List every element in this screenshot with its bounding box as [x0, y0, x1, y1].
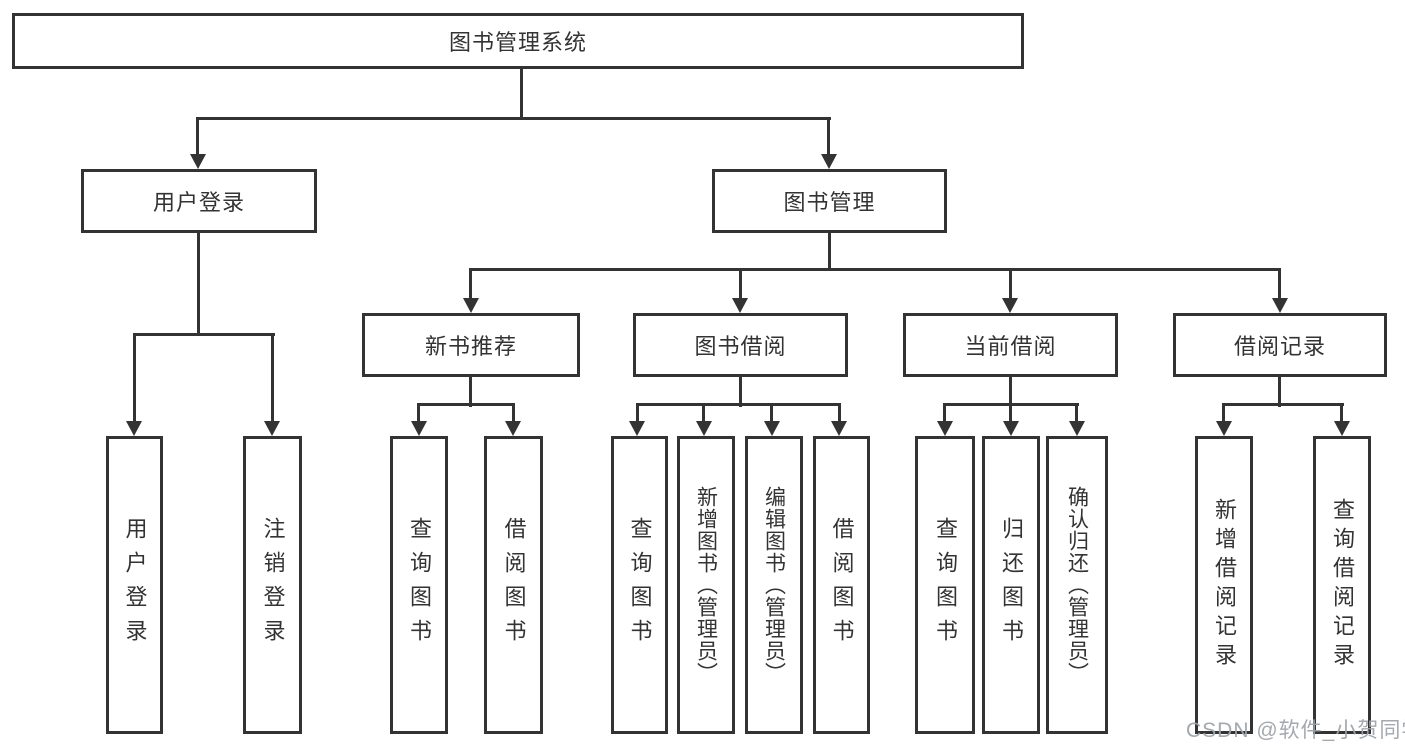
connector-line — [636, 403, 639, 423]
leaf-query-books: 查询图书 — [390, 436, 448, 734]
leaf-query-borrow-record: 查询借阅记录 — [1313, 436, 1371, 734]
leaf-label: 查询图书 — [933, 517, 958, 653]
node-label: 图书借阅 — [694, 334, 787, 359]
connector-line — [469, 268, 1281, 271]
connector-line — [702, 403, 705, 423]
connector-line — [197, 231, 200, 336]
arrow-down-icon — [1069, 421, 1085, 436]
leaf-return-books: 归还图书 — [982, 436, 1040, 734]
leaf-add-books-admin: 新增图书（管理员） — [677, 436, 735, 734]
connector-line — [1075, 403, 1078, 423]
leaf-label: 新增借阅记录 — [1212, 498, 1237, 672]
leaf-add-borrow-record: 新增借阅记录 — [1195, 436, 1253, 734]
leaf-label: 查询图书 — [627, 517, 653, 653]
connector-line — [1222, 403, 1225, 423]
connector-line — [133, 333, 136, 423]
leaf-label: 编辑图书（管理员） — [762, 486, 786, 684]
watermark: CSDN @软件_小贺同学 — [1186, 719, 1405, 742]
arrow-down-icon — [1334, 421, 1350, 436]
connector-line — [197, 117, 831, 120]
node-label: 当前借阅 — [964, 334, 1057, 359]
leaf-label: 新增图书（管理员） — [694, 486, 718, 684]
arrow-down-icon — [732, 298, 748, 313]
connector-line — [469, 375, 472, 407]
leaf-label: 确认归还（管理员） — [1065, 486, 1089, 684]
node-new-book-recommendation: 新书推荐 — [362, 313, 580, 377]
arrow-down-icon — [126, 421, 142, 436]
leaf-label: 注销登录 — [260, 517, 286, 653]
leaf-query-books: 查询图书 — [915, 436, 975, 734]
connector-line — [739, 375, 742, 407]
leaf-label: 借阅图书 — [829, 517, 855, 653]
connector-line — [417, 403, 420, 423]
connector-line — [271, 333, 274, 423]
connector-line — [196, 117, 199, 157]
connector-line — [636, 403, 841, 406]
connector-line — [739, 268, 742, 301]
node-label: 新书推荐 — [424, 334, 517, 359]
leaf-label: 查询图书 — [407, 517, 432, 653]
connector-line — [512, 403, 515, 423]
node-label: 用户登录 — [152, 190, 245, 215]
arrow-down-icon — [831, 421, 847, 436]
node-label: 图书管理 — [783, 190, 876, 215]
arrow-down-icon — [629, 421, 645, 436]
connector-line — [1009, 268, 1012, 301]
arrow-down-icon — [1216, 421, 1232, 436]
leaf-label: 借阅图书 — [501, 517, 527, 653]
arrow-down-icon — [764, 421, 780, 436]
node-borrowing-records: 借阅记录 — [1173, 313, 1387, 377]
connector-line — [1009, 375, 1012, 407]
connector-line — [520, 66, 523, 120]
connector-line — [133, 333, 275, 336]
leaf-label: 归还图书 — [999, 517, 1024, 653]
arrow-down-icon — [264, 421, 280, 436]
connector-line — [827, 117, 830, 157]
connector-line — [1009, 403, 1012, 423]
arrow-down-icon — [1272, 298, 1288, 313]
connector-line — [1222, 403, 1344, 406]
leaf-label: 用户登录 — [122, 517, 148, 653]
leaf-query-books: 查询图书 — [611, 436, 668, 734]
arrow-down-icon — [1002, 298, 1018, 313]
connector-line — [469, 268, 472, 301]
leaf-label: 查询借阅记录 — [1330, 498, 1355, 672]
arrow-down-icon — [505, 421, 521, 436]
connector-line — [1340, 403, 1343, 423]
arrow-down-icon — [411, 421, 427, 436]
node-library-system: 图书管理系统 — [12, 13, 1024, 69]
arrow-down-icon — [463, 298, 479, 313]
leaf-user-login: 用户登录 — [106, 436, 163, 734]
node-current-borrowing: 当前借阅 — [903, 313, 1118, 377]
connector-line — [417, 403, 515, 406]
node-user-login: 用户登录 — [81, 169, 317, 233]
node-label: 借阅记录 — [1233, 334, 1326, 359]
connector-line — [770, 403, 773, 423]
connector-line — [828, 231, 831, 271]
leaf-borrow-books: 借阅图书 — [813, 436, 870, 734]
leaf-borrow-books: 借阅图书 — [484, 436, 543, 734]
leaf-logout: 注销登录 — [243, 436, 302, 734]
connector-line — [838, 403, 841, 423]
connector-line — [943, 403, 946, 423]
leaf-edit-books-admin: 编辑图书（管理员） — [745, 436, 803, 734]
node-book-borrowing: 图书借阅 — [633, 313, 848, 377]
arrow-down-icon — [1003, 421, 1019, 436]
node-label: 图书管理系统 — [448, 30, 587, 55]
arrow-down-icon — [821, 154, 837, 169]
connector-line — [1278, 268, 1281, 301]
node-book-management: 图书管理 — [712, 169, 947, 233]
leaf-confirm-return-admin: 确认归还（管理员） — [1046, 436, 1108, 734]
arrow-down-icon — [696, 421, 712, 436]
arrow-down-icon — [937, 421, 953, 436]
arrow-down-icon — [190, 154, 206, 169]
connector-line — [1278, 375, 1281, 407]
